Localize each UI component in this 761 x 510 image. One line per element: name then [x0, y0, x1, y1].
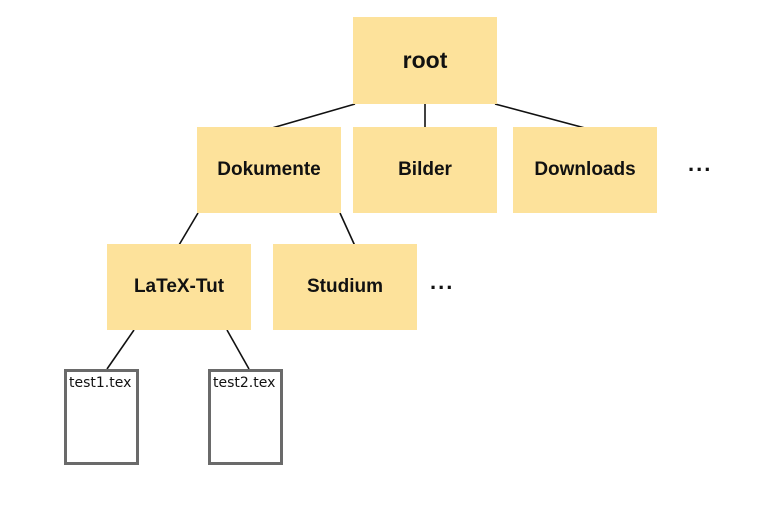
file-node-test1-label: test1.tex: [69, 375, 132, 391]
tree-node-root: root: [353, 17, 497, 104]
file-node-test2-label: test2.tex: [213, 375, 276, 391]
tree-node-bilder: Bilder: [353, 127, 497, 213]
tree-node-downloads: Downloads: [513, 127, 657, 213]
tree-node-bilder-label: Bilder: [398, 159, 452, 180]
tree-node-dokumente-label: Dokumente: [217, 159, 321, 180]
file-node-test1: test1.tex: [64, 369, 139, 465]
edge-dokumente-latex-tut: [178, 212, 199, 246]
file-node-test2: test2.tex: [208, 369, 283, 465]
edge-root-dokumente: [271, 103, 356, 129]
edge-latex-tut-test1: [106, 329, 135, 370]
tree-node-root-label: root: [402, 47, 448, 73]
tree-node-latex-tut-label: LaTeX-Tut: [133, 276, 225, 297]
tree-node-studium-label: Studium: [307, 276, 383, 297]
edge-dokumente-studium: [339, 212, 356, 247]
tree-node-downloads-label: Downloads: [534, 159, 636, 180]
edge-latex-tut-test2: [226, 329, 250, 370]
edge-root-downloads: [494, 103, 586, 129]
more-siblings-ellipsis-level3: ...: [430, 269, 455, 294]
tree-node-dokumente: Dokumente: [197, 127, 341, 213]
tree-node-latex-tut: LaTeX-Tut: [107, 244, 251, 330]
more-siblings-ellipsis-level2: ...: [688, 151, 713, 176]
tree-node-studium: Studium: [273, 244, 417, 330]
